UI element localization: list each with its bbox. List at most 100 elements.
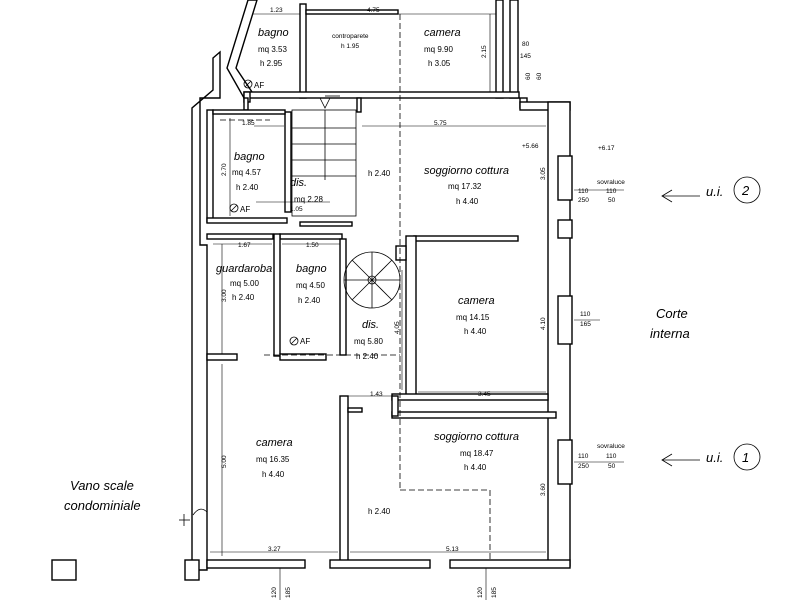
corte-line-2: interna [650, 326, 690, 341]
bot-120b: 120 [477, 587, 484, 598]
bagno-top-height: h 2.95 [260, 59, 283, 68]
dim-185: 1.85 [242, 120, 255, 127]
ui2-prefix: u.i. [706, 184, 723, 199]
wall-bagno-mid-bottom [206, 217, 288, 224]
dim-500: 5.00 [221, 455, 228, 468]
wall-stair-stub [395, 245, 407, 261]
camera-top-area: mq 9.90 [424, 45, 453, 54]
bagno-mid-height: h 2.40 [236, 183, 259, 192]
stair-spiral [343, 251, 401, 309]
wall-top-right-a [495, 0, 504, 99]
vano-line-2: condominiale [64, 498, 141, 513]
camera-low-area: mq 16.35 [256, 455, 290, 464]
camera-top-name: camera [424, 27, 461, 39]
dim-80: 80 [522, 41, 530, 48]
bagno-top-name: bagno [258, 27, 289, 39]
bagno-top-af: AF [254, 81, 264, 90]
bot-120a: 120 [271, 587, 278, 598]
af-circle-low [289, 336, 299, 346]
wall-camera-mid-left [405, 235, 417, 397]
dim-105: 1.05 [290, 206, 303, 213]
wall-camera-low-right [339, 395, 349, 567]
wall-bottom-2 [329, 559, 431, 569]
ui1-number: 1 [742, 450, 749, 465]
ui-markers [661, 176, 761, 471]
dim-215: 2.15 [481, 45, 488, 58]
dimension-labels: 1.23 4.75 2.15 80 145 60 60 1.85 5.75 2.… [221, 7, 625, 598]
stair-straight [291, 95, 357, 217]
wall-bagno-low-top [279, 233, 343, 240]
camera-top-height: h 3.05 [428, 59, 451, 68]
controparete-height: h 1.95 [341, 43, 359, 50]
dim-360: 3.60 [540, 483, 547, 496]
wall-left-outer [191, 50, 221, 571]
dim-513: 5.13 [446, 546, 459, 553]
camera-mid-name: camera [458, 295, 495, 307]
dim-345: 3.45 [478, 391, 491, 398]
level-566: +5.66 [522, 143, 539, 150]
bagno-mid-area: mq 4.57 [232, 168, 261, 177]
dim-270: 2.70 [221, 163, 228, 176]
dis-low-name: dis. [362, 319, 379, 331]
wall-bagno-low-bottom [279, 353, 327, 361]
dim-150: 1.50 [306, 242, 319, 249]
win-50b: 50 [608, 463, 616, 470]
win-110d: 110 [578, 453, 589, 460]
soggiorno1-height: h 4.40 [464, 463, 487, 472]
wall-guardaroba-right [273, 233, 281, 357]
guardaroba-area: mq 5.00 [230, 279, 259, 288]
wall-bottom-3 [449, 559, 571, 569]
dis-area: mq 2.28 [294, 195, 323, 204]
dim-475: 4.75 [367, 7, 380, 14]
wall-stair-landing [184, 559, 200, 581]
bagno-top-area: mq 3.53 [258, 45, 287, 54]
wall-camera-mid-bottom [391, 393, 549, 401]
level-617: +6.17 [598, 145, 615, 152]
bot-185a: 185 [285, 587, 292, 598]
bagno-mid-af: AF [240, 205, 250, 214]
doors [179, 508, 208, 526]
wall-bottom-1 [206, 559, 306, 569]
dim-145: 145 [520, 53, 531, 60]
room-labels: bagno mq 3.53 h 2.95 AF controparete h 1… [216, 27, 519, 516]
soggiorno2-height: h 4.40 [456, 197, 479, 206]
af-circle-top [243, 79, 253, 89]
dim-60a: 60 [525, 72, 532, 80]
wall-guardaroba-bottom [206, 353, 238, 361]
wall-top-right-b [509, 0, 519, 99]
ui1-circle [733, 443, 761, 471]
dis-low-area: mq 5.80 [354, 337, 383, 346]
guides [220, 14, 491, 560]
wall-top-left-slanted [226, 0, 258, 100]
controparete-label: controparete [332, 33, 369, 40]
dim-300: 3.00 [221, 289, 228, 302]
bagno-low-area: mq 4.50 [296, 281, 325, 290]
area-height: h 2.40 [368, 507, 391, 516]
vano-line-1: Vano scale [70, 478, 134, 493]
soggiorno2-name: soggiorno cottura [424, 165, 509, 177]
wall-bagno-mid-right [284, 111, 292, 213]
dim-143: 1.43 [370, 391, 383, 398]
camera-mid-height: h 4.40 [464, 327, 487, 336]
wall-soggiorno1-top [391, 411, 557, 419]
guardaroba-height: h 2.40 [232, 293, 255, 302]
camera-low-name: camera [256, 437, 293, 449]
win-110c: 110 [580, 311, 591, 318]
annotations: u.i. 2 u.i. 1 Corte interna Vano scale c… [64, 183, 750, 513]
stair-straight-frame [291, 109, 357, 217]
dim-123: 1.23 [270, 7, 283, 14]
camera-low-height: h 4.40 [262, 470, 285, 479]
bagno-mid-name: bagno [234, 151, 265, 163]
win-sovraluce-2: sovraluce [597, 179, 625, 186]
bagno-low-af: AF [300, 337, 310, 346]
win-250b: 250 [578, 463, 589, 470]
bagno-low-height: h 2.40 [298, 296, 321, 305]
wall-dis-bottom [299, 221, 353, 227]
win-sovraluce-1: sovraluce [597, 443, 625, 450]
win-165: 165 [580, 321, 591, 328]
window-frame-mid [557, 295, 573, 345]
wall-stair-right-upper [356, 97, 362, 113]
walls [51, 0, 573, 581]
wall-bagno-low-right [339, 238, 347, 356]
wall-door-stub [347, 407, 363, 413]
